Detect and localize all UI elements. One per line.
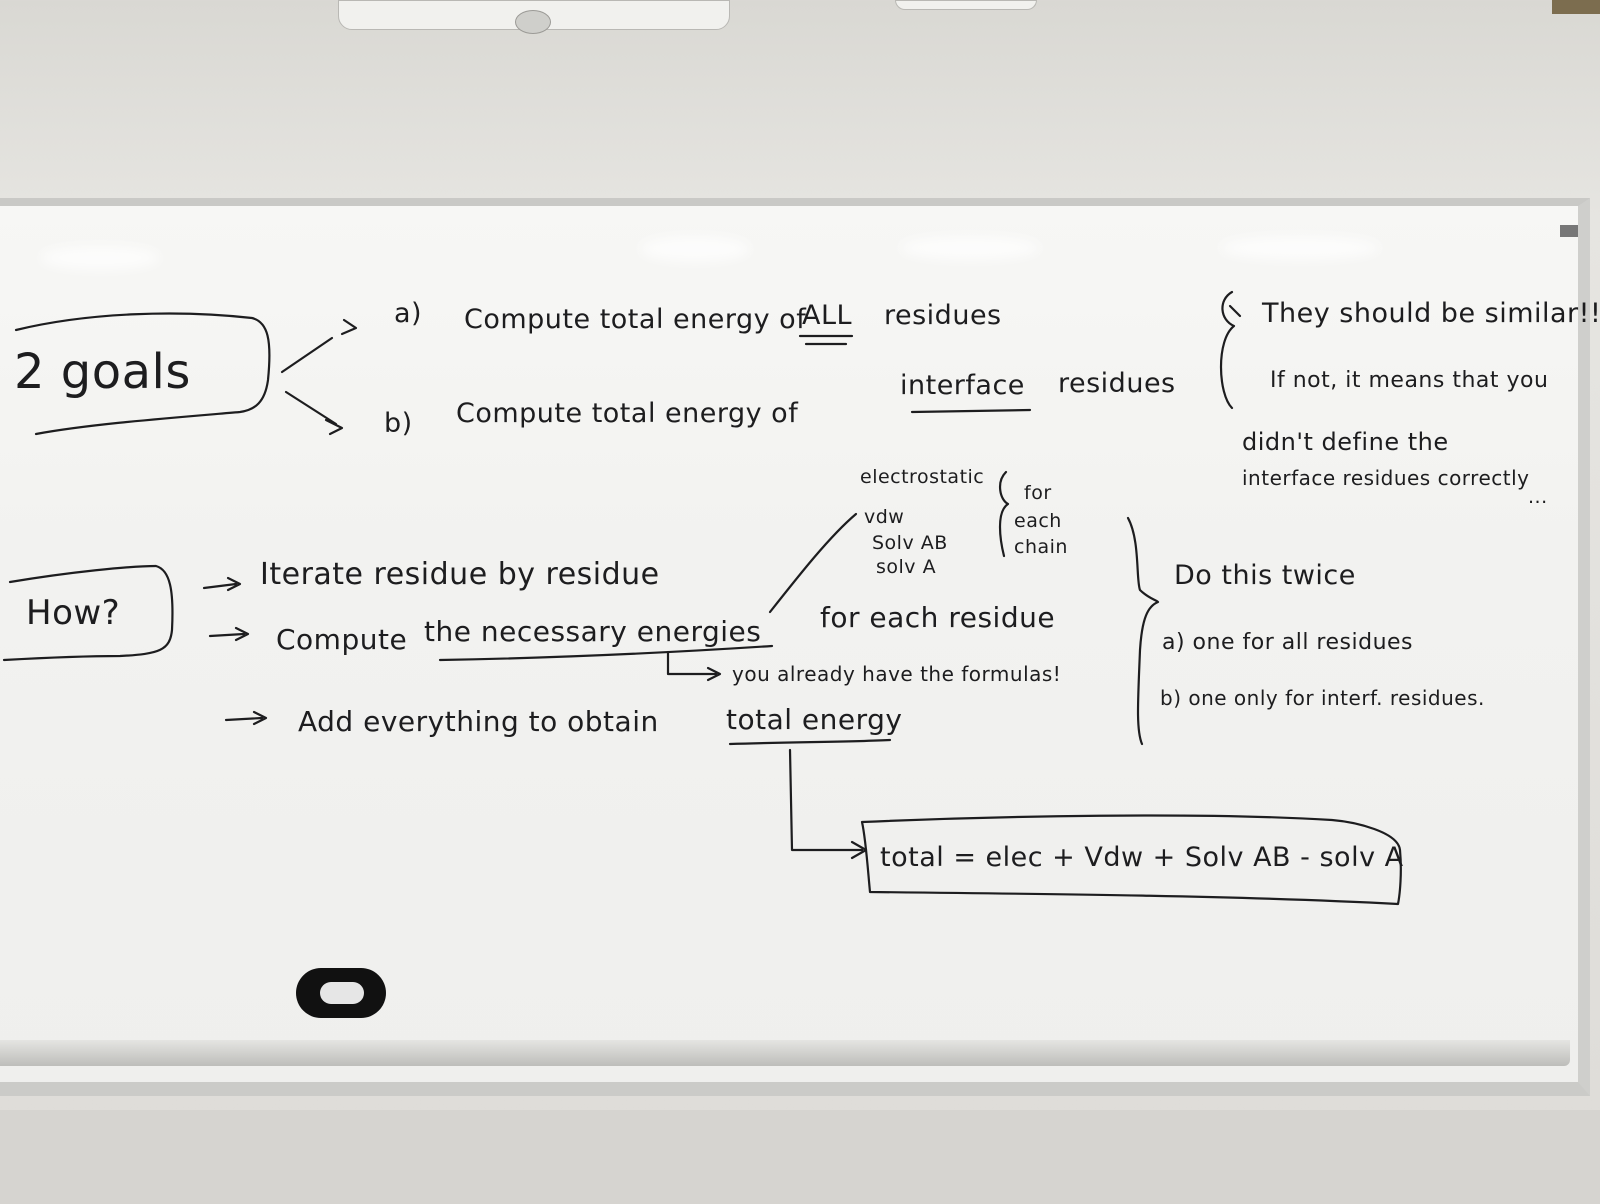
formula-box bbox=[860, 814, 1402, 906]
total-energy-underline bbox=[728, 738, 892, 746]
energy-item-vdw: vdw bbox=[864, 506, 905, 528]
wall-corner-object bbox=[1552, 0, 1600, 14]
how-step-2-end: for each residue bbox=[820, 601, 1056, 634]
goals-arrow-b-head bbox=[324, 418, 344, 436]
light-glare bbox=[40, 246, 160, 270]
light-glare bbox=[1220, 236, 1380, 260]
mount-knob bbox=[515, 10, 551, 34]
goal-b-emphasis: interface bbox=[900, 370, 1025, 401]
energies-link-line bbox=[768, 512, 858, 614]
marker-tray bbox=[0, 1040, 1570, 1066]
note-line-5: ... bbox=[1528, 486, 1548, 508]
note-line-1: They should be similar!! bbox=[1262, 298, 1600, 329]
whiteboard bbox=[0, 198, 1590, 1096]
how-title: How? bbox=[26, 593, 121, 633]
whiteboard-eraser[interactable] bbox=[296, 968, 386, 1018]
how-step-2-sub: you already have the formulas! bbox=[732, 662, 1062, 686]
chain-brace bbox=[998, 470, 1010, 558]
formulas-arrow bbox=[666, 650, 722, 682]
note-line-2: If not, it means that you bbox=[1270, 368, 1549, 393]
note-line-3: didn't define the bbox=[1242, 428, 1449, 456]
step3-arrow bbox=[224, 710, 268, 726]
interface-underline bbox=[910, 408, 1032, 414]
formula-arrow bbox=[788, 748, 868, 860]
goal-a-prefix: a) bbox=[394, 298, 423, 329]
goal-b-residues: residues bbox=[1058, 368, 1176, 399]
energy-item-solv-a: solv A bbox=[876, 556, 937, 578]
scope-each: each bbox=[1014, 510, 1062, 532]
goals-arrow-b bbox=[284, 390, 338, 426]
light-glare bbox=[900, 236, 1040, 260]
how-step-2-start: Compute bbox=[276, 623, 408, 656]
scope-for: for bbox=[1024, 482, 1052, 504]
goal-b-prefix: b) bbox=[384, 408, 413, 439]
energy-item-electrostatic: electrostatic bbox=[860, 466, 985, 488]
note-brace bbox=[1219, 290, 1236, 410]
step2-arrow bbox=[208, 626, 250, 642]
board-corner-clip bbox=[1560, 225, 1578, 237]
note-brace-tick bbox=[1228, 304, 1242, 318]
light-glare bbox=[640, 236, 750, 262]
note-line-4: interface residues correctly bbox=[1242, 466, 1530, 490]
energies-underline bbox=[438, 644, 774, 662]
twice-brace bbox=[1126, 516, 1160, 746]
twice-a: a) one for all residues bbox=[1162, 630, 1414, 655]
step1-arrow bbox=[202, 576, 242, 592]
scope-chain: chain bbox=[1014, 536, 1068, 558]
goal-b-text: Compute total energy of bbox=[456, 398, 799, 429]
goals-box bbox=[14, 312, 271, 436]
goal-a-text: Compute total energy of bbox=[464, 304, 807, 335]
wall bbox=[0, 1110, 1600, 1204]
goals-arrow-a-head bbox=[340, 318, 358, 336]
how-step-3-start: Add everything to obtain bbox=[298, 705, 659, 738]
how-step-1: Iterate residue by residue bbox=[260, 557, 660, 592]
goals-arrow-a bbox=[280, 336, 334, 374]
goals-title: 2 goals bbox=[14, 344, 191, 400]
goal-a-emphasis: ALL bbox=[802, 300, 853, 331]
how-box bbox=[2, 564, 174, 662]
energy-item-solv-ab: Solv AB bbox=[872, 532, 948, 554]
twice-title: Do this twice bbox=[1174, 560, 1356, 591]
goal-a-residues: residues bbox=[884, 300, 1002, 331]
formula-text: total = elec + Vdw + Solv AB - solv A bbox=[880, 842, 1404, 873]
twice-b: b) one only for interf. residues. bbox=[1160, 686, 1485, 710]
how-step-3-emphasis: total energy bbox=[726, 703, 903, 736]
how-step-2-emphasis: the necessary energies bbox=[424, 615, 762, 648]
